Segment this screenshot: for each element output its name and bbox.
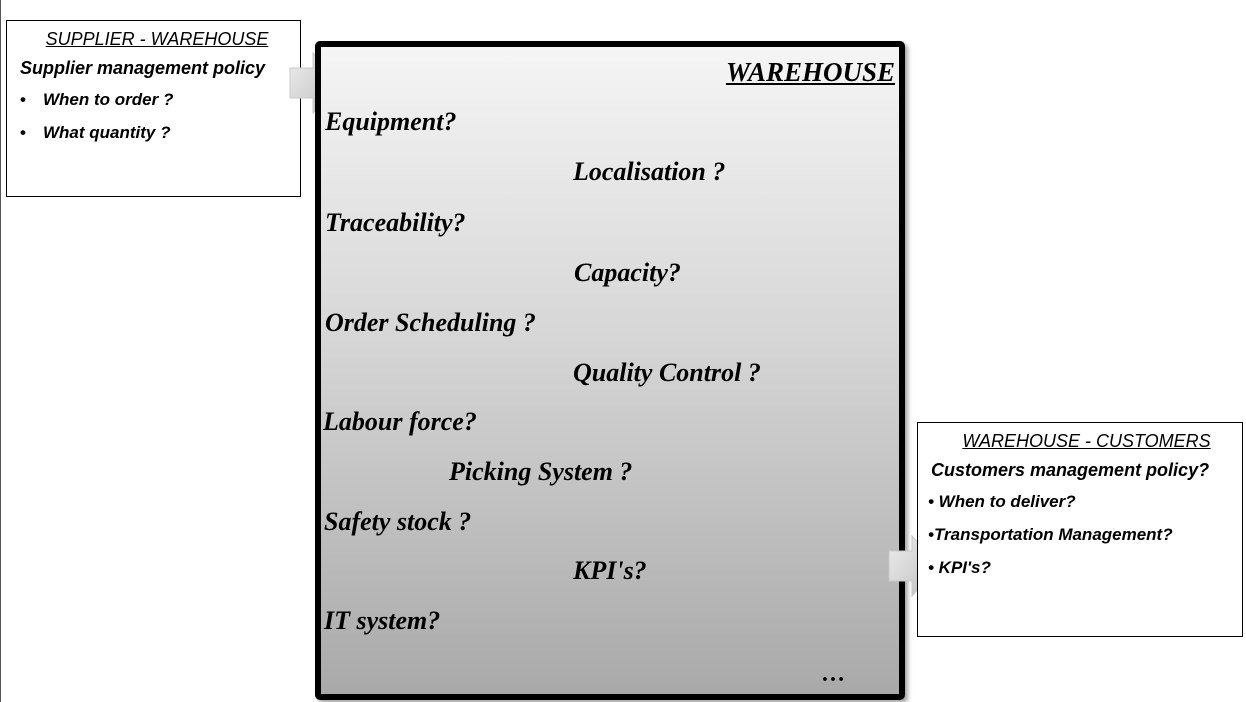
bullet-dot-icon: •	[20, 90, 26, 109]
supplier-bullet-item: • What quantity ?	[20, 122, 288, 143]
warehouse-item-picking-system: Picking System ?	[449, 457, 633, 486]
warehouse-item-safety-stock: Safety stock ?	[324, 507, 472, 536]
warehouse-box: WAREHOUSE Equipment? Localisation ? Trac…	[315, 41, 905, 700]
warehouse-item-labour-force: Labour force?	[323, 407, 477, 436]
warehouse-item-equipment: Equipment?	[325, 107, 457, 136]
customers-bullet-item: • KPI's?	[928, 558, 991, 577]
supplier-box-title: SUPPLIER - WAREHOUSE	[45, 29, 269, 49]
warehouse-item-it-system: IT system?	[324, 606, 441, 635]
warehouse-item-capacity: Capacity?	[574, 258, 681, 287]
customers-bullet-list: • When to deliver? •Transportation Manag…	[928, 491, 1232, 578]
supplier-bullet-list: • When to order ? • What quantity ?	[20, 89, 288, 143]
customers-bullet-item: • When to deliver?	[928, 492, 1076, 511]
warehouse-item-kpis: KPI's?	[573, 556, 647, 585]
supplier-warehouse-box: SUPPLIER - WAREHOUSE Supplier management…	[6, 20, 301, 197]
bullet-dot-icon: •	[20, 123, 26, 142]
warehouse-item-order-scheduling: Order Scheduling ?	[325, 308, 536, 337]
customers-policy-text: Customers management policy?	[931, 460, 1210, 480]
supplier-bullet-text: What quantity ?	[43, 123, 171, 142]
customers-bullet-item: •Transportation Management?	[928, 525, 1173, 544]
warehouse-item-localisation: Localisation ?	[573, 157, 726, 186]
supplier-bullet-text: When to order ?	[43, 90, 174, 109]
left-edge-line	[0, 0, 1, 702]
warehouse-item-traceability: Traceability?	[325, 208, 466, 237]
warehouse-title: WAREHOUSE	[725, 57, 895, 87]
warehouse-customers-box: WAREHOUSE - CUSTOMERS Customers manageme…	[917, 422, 1243, 637]
supplier-policy-text: Supplier management policy	[20, 58, 266, 78]
supplier-bullet-item: • When to order ?	[20, 89, 288, 110]
warehouse-item-quality-control: Quality Control ?	[573, 358, 761, 387]
warehouse-ellipsis: …	[821, 661, 845, 687]
customers-box-title: WAREHOUSE - CUSTOMERS	[962, 431, 1211, 451]
